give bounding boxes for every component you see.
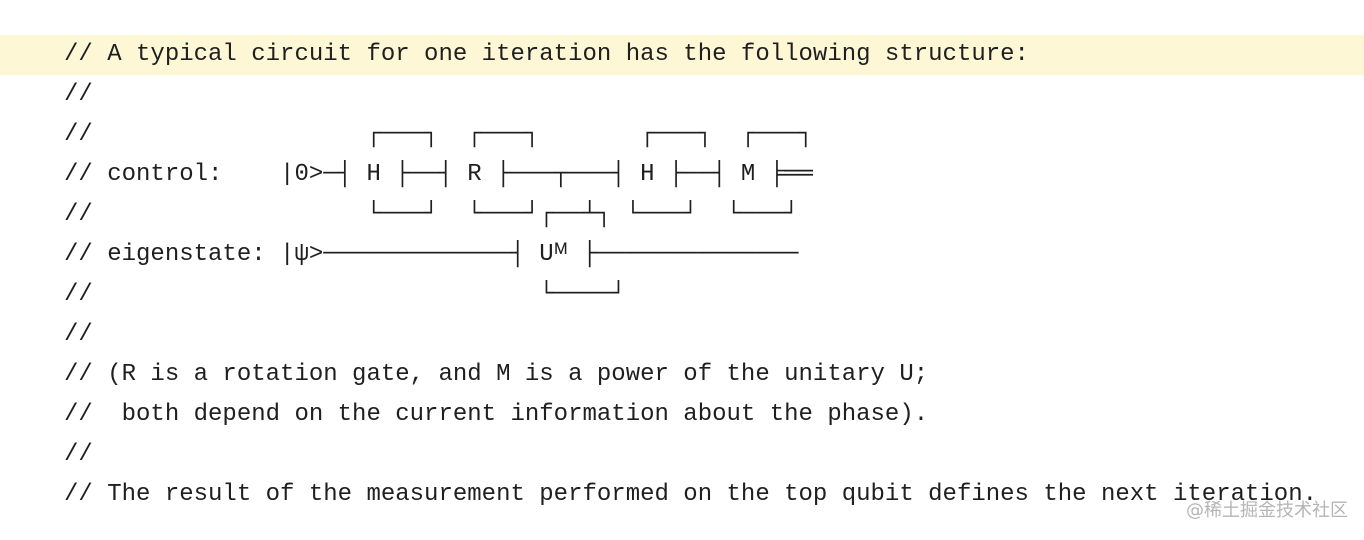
code-line-1: // A typical circuit for one iteration h…	[0, 35, 1364, 75]
watermark: @稀土掘金技术社区	[1186, 500, 1348, 521]
code-line-6: // eigenstate: |ψ>─────────────┤ Uᴹ ├───…	[64, 241, 799, 268]
code-line-7: // └────┘	[64, 281, 626, 308]
code-line-9: // (R is a rotation gate, and M is a pow…	[64, 361, 929, 388]
code-line-12: // The result of the measurement perform…	[64, 481, 1318, 508]
code-line-10: // both depend on the current informatio…	[64, 401, 929, 428]
code-line-5: // └───┘ └───┘┌──┴┐ └───┘ └───┘	[64, 201, 799, 228]
code-line-11: //	[64, 441, 93, 468]
code-line-8: //	[64, 321, 93, 348]
code-line-3: // ┌───┐ ┌───┐ ┌───┐ ┌───┐	[64, 121, 813, 148]
code-line-2: //	[64, 81, 93, 108]
code-line-4: // control: |0>─┤ H ├──┤ R ├───┬───┤ H ├…	[64, 161, 813, 188]
